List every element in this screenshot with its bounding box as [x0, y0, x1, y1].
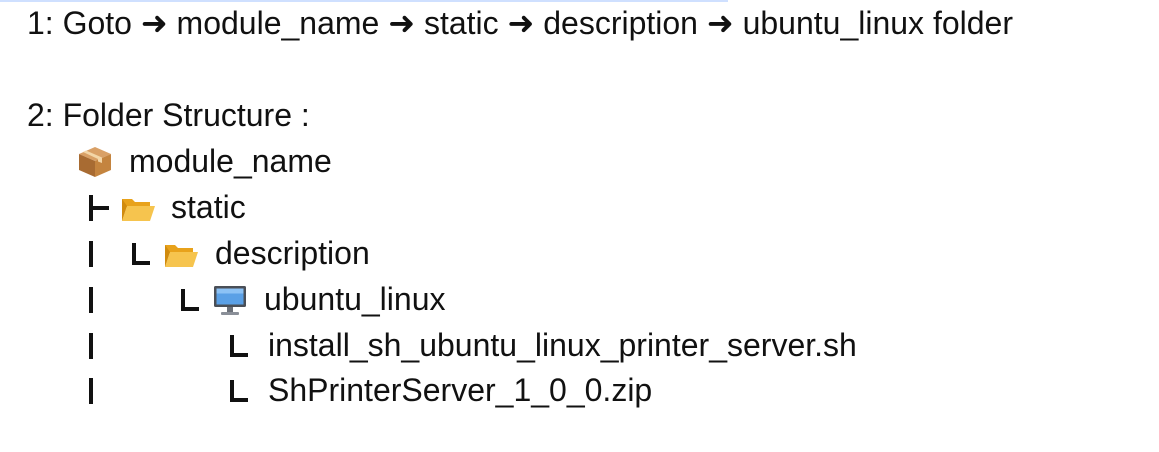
step-1-number: 1:	[27, 5, 54, 41]
tree-branch-elbow	[230, 335, 248, 357]
arrow-icon: ➜	[507, 5, 535, 41]
tree-vertical-line	[89, 287, 93, 313]
tree-label-install-script: install_sh_ubuntu_linux_printer_server.s…	[268, 327, 857, 363]
tree-vertical-line	[89, 378, 93, 404]
top-divider	[0, 0, 728, 2]
tree-label-static: static	[171, 189, 246, 225]
tree-branch-elbow	[230, 380, 248, 402]
tree-label-zip: ShPrinterServer_1_0_0.zip	[268, 372, 653, 408]
tree-branch-tee	[89, 195, 109, 221]
path-item-module: module_name	[176, 5, 380, 41]
desktop-computer-icon	[214, 286, 246, 315]
package-icon	[79, 147, 111, 177]
step-1: 1: Goto ➜ module_name ➜ static ➜ descrip…	[27, 3, 1013, 43]
tree-branch-elbow	[132, 243, 150, 265]
path-item-description: description	[543, 5, 698, 41]
tree-vertical-line	[89, 241, 93, 267]
arrow-icon: ➜	[706, 5, 734, 41]
tree-label-module: module_name	[129, 143, 332, 179]
path-item-goto: Goto	[62, 5, 132, 41]
path-item-ubuntu-folder: ubuntu_linux folder	[742, 5, 1013, 41]
arrow-icon: ➜	[388, 5, 416, 41]
tree-label-ubuntu: ubuntu_linux	[264, 281, 446, 317]
tree-vertical-line	[89, 333, 93, 359]
arrow-icon: ➜	[140, 5, 168, 41]
tree-branch-elbow	[181, 289, 199, 311]
open-folder-icon	[165, 245, 198, 267]
tree-label-description: description	[215, 235, 370, 271]
path-item-static: static	[423, 5, 499, 41]
open-folder-icon	[122, 199, 155, 221]
step-2-heading: 2: Folder Structure :	[27, 97, 310, 133]
